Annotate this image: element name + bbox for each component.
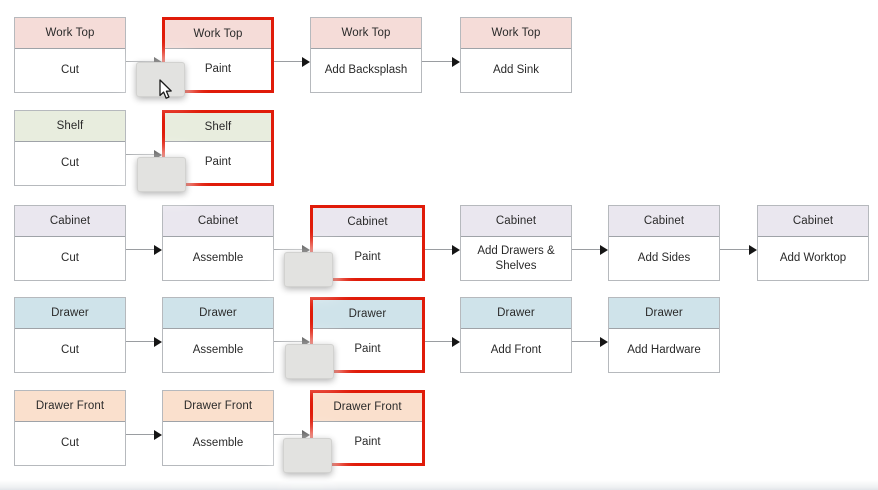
node-task-label: Cut (61, 252, 79, 265)
node-task-label: Paint (354, 343, 381, 356)
node-header-label: Cabinet (15, 206, 125, 237)
node-header-label: Shelf (165, 113, 271, 142)
node-header-label: Cabinet (163, 206, 273, 237)
connector-line (126, 154, 155, 155)
connector-arrowhead (452, 337, 460, 347)
node-task-label: Add Drawers & Shelves (477, 245, 555, 272)
node-task-label: Paint (204, 156, 232, 169)
node-header-label: Drawer (163, 298, 273, 329)
node-header-label: Cabinet (313, 208, 422, 237)
node-header-label: Shelf (15, 111, 125, 142)
node-task-label: Paint (204, 63, 232, 76)
connector-line (274, 61, 303, 62)
drag-ghost-placeholder[interactable] (136, 62, 185, 97)
connector-arrowhead (600, 337, 608, 347)
node-task-label: Add Sink (492, 64, 540, 77)
connector-line (572, 341, 601, 342)
node-header-label: Drawer (461, 298, 571, 329)
connector-line (274, 341, 303, 342)
node-header-label: Drawer (15, 298, 125, 329)
connector-line (425, 249, 453, 250)
node-header-label: Cabinet (758, 206, 868, 237)
node-task-label: Assemble (192, 437, 244, 450)
connector-arrowhead (154, 337, 162, 347)
connector-line (126, 249, 155, 250)
node-header-label: Work Top (165, 20, 271, 49)
drag-ghost-placeholder[interactable] (283, 438, 332, 473)
node-task-label: Add Front (490, 344, 542, 357)
connector-arrowhead (600, 245, 608, 255)
node-task-label: Add Worktop (779, 252, 847, 265)
drag-ghost-placeholder[interactable] (285, 344, 334, 379)
connector-line (274, 434, 303, 435)
node-header-label: Work Top (311, 18, 421, 49)
connector-line (720, 249, 750, 250)
node-header-label: Work Top (15, 18, 125, 49)
connector-arrowhead (302, 430, 310, 440)
node-task-label: Add Sides (637, 252, 691, 265)
node-task-label: Add Hardware (627, 344, 701, 357)
connector-line (126, 341, 155, 342)
node-task-label: Cut (61, 157, 79, 170)
connector-arrowhead (154, 430, 162, 440)
connector-arrowhead (749, 245, 757, 255)
connector-arrowhead (302, 57, 310, 67)
connector-line (126, 61, 155, 62)
drag-ghost-placeholder[interactable] (284, 252, 333, 287)
node-task-label: Cut (61, 344, 79, 357)
node-header-label: Drawer (313, 300, 422, 329)
node-header-label: Work Top (461, 18, 571, 49)
connector-line (425, 341, 453, 342)
node-task-label: Paint (354, 251, 381, 264)
node-task-label: Add Backsplash (324, 64, 408, 77)
connector-line (572, 249, 601, 250)
connector-line (126, 434, 155, 435)
connector-line (422, 61, 453, 62)
connector-line (274, 249, 303, 250)
node-header-label: Drawer Front (313, 393, 422, 422)
connector-arrowhead (452, 57, 460, 67)
connector-arrowhead (452, 245, 460, 255)
node-task-label: Paint (354, 436, 381, 449)
node-header-label: Cabinet (461, 206, 571, 237)
node-task-label: Cut (61, 64, 79, 77)
connector-arrowhead (302, 245, 310, 255)
drag-ghost-placeholder[interactable] (137, 157, 186, 192)
connector-arrowhead (154, 150, 162, 160)
connector-arrowhead (302, 337, 310, 347)
connector-arrowhead (154, 245, 162, 255)
node-task-label: Cut (61, 437, 79, 450)
node-header-label: Drawer (609, 298, 719, 329)
node-header-label: Drawer Front (163, 391, 273, 422)
node-header-label: Cabinet (609, 206, 719, 237)
node-task-label: Assemble (192, 252, 244, 265)
node-header-label: Drawer Front (15, 391, 125, 422)
node-task-label: Assemble (192, 344, 244, 357)
